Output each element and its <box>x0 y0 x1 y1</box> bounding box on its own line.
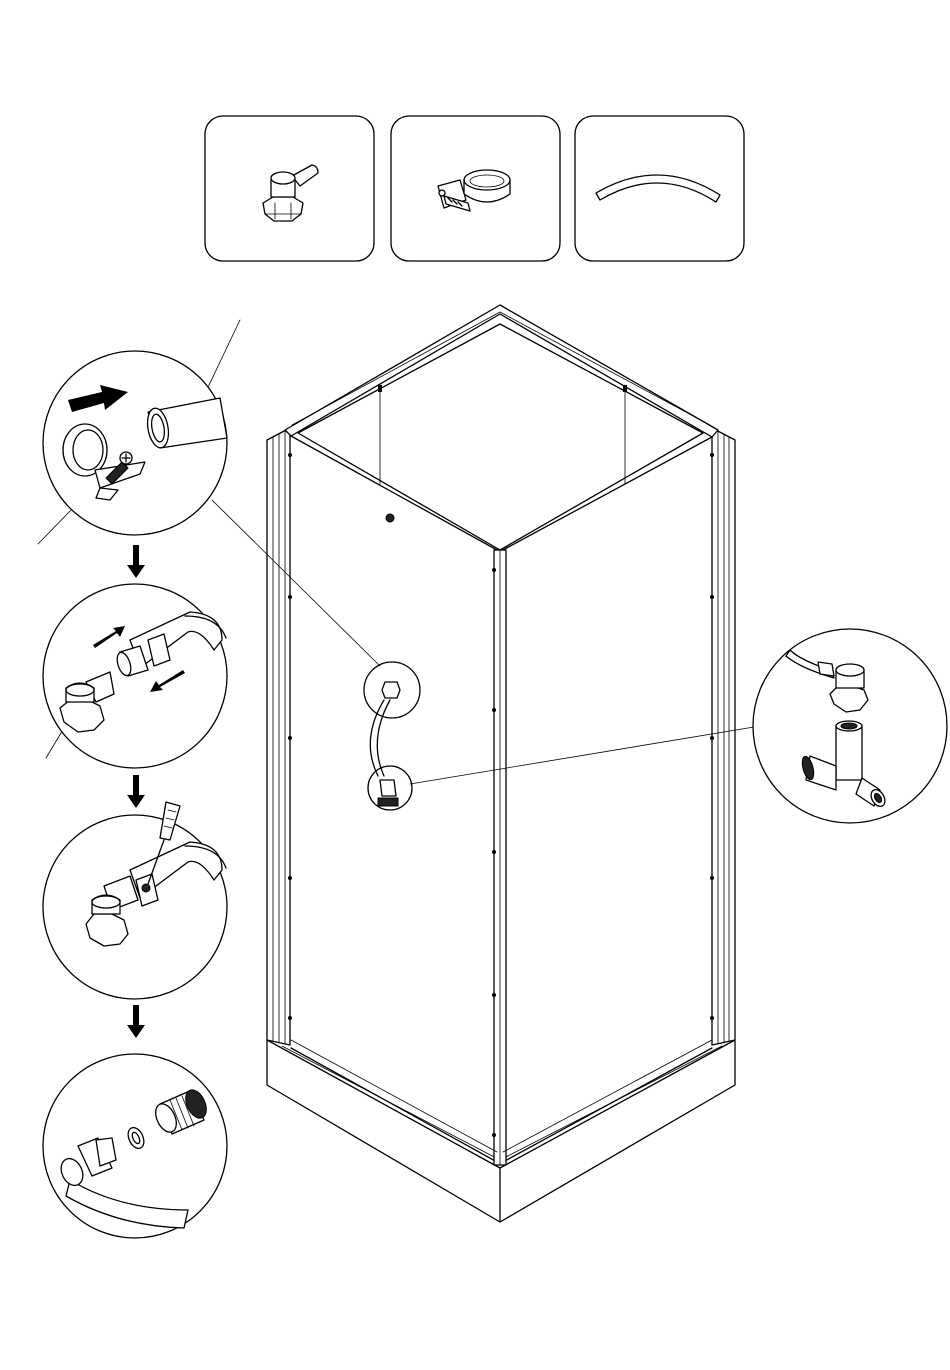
step-2-push-hose-onto-connector <box>43 584 227 768</box>
parts-panel <box>205 116 744 261</box>
down-arrow-2 <box>127 775 145 808</box>
step-3-tighten-clamp-with-screwdriver <box>43 802 227 999</box>
down-arrow-1 <box>127 545 145 578</box>
part-box-flexible-hose <box>575 116 744 261</box>
step-4-attach-nut-washer-fitting <box>43 1054 227 1238</box>
part-box-elbow-connector <box>205 116 374 261</box>
outlet-hole <box>386 514 394 522</box>
tee-fitting-connection-icon <box>753 629 947 823</box>
down-arrow-3 <box>127 1005 145 1038</box>
hose-callout-on-wall <box>364 662 420 810</box>
flexible-hose-icon <box>596 175 720 202</box>
hose-clamp-icon <box>438 170 510 211</box>
step-1-slide-clamp-on-hose <box>43 351 227 535</box>
shower-cabin-icon <box>267 305 735 1222</box>
part-box-hose-clamp <box>391 116 560 261</box>
elbow-connector-icon <box>263 165 318 221</box>
